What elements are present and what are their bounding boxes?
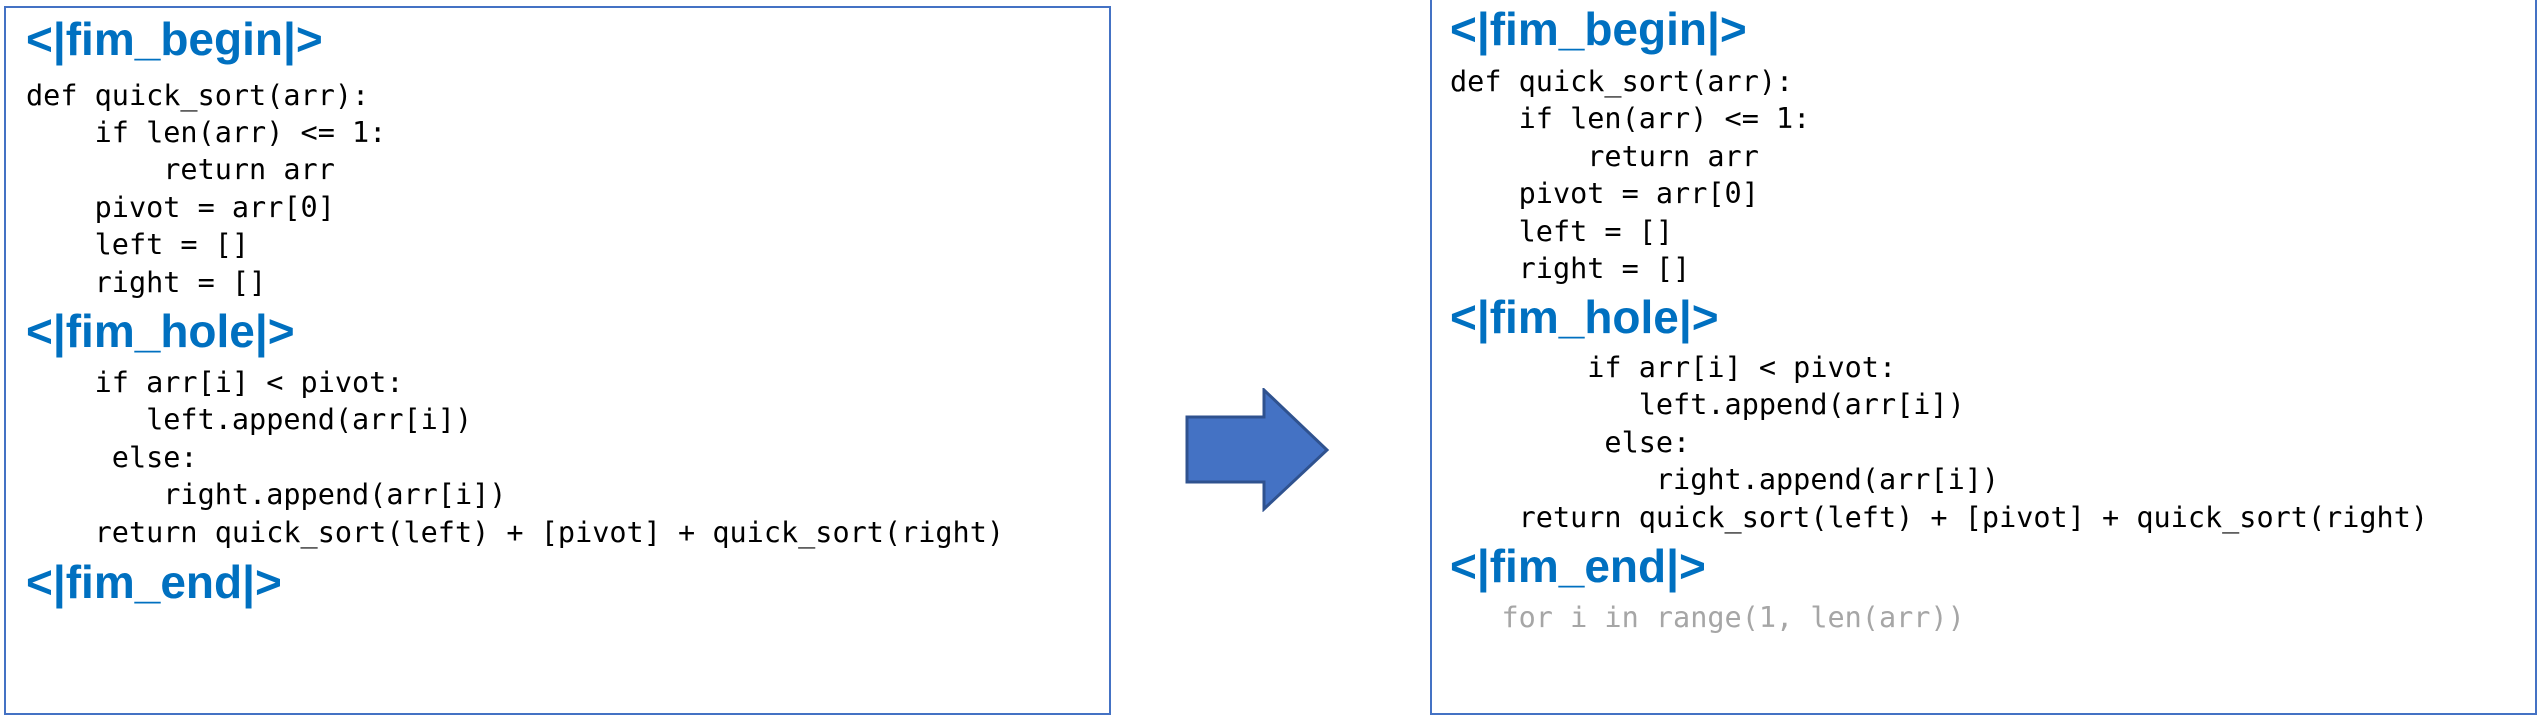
- fim-hole-token: <|fim_hole|>: [1450, 291, 1719, 343]
- prefix-code-line: def quick_sort(arr):: [26, 79, 370, 112]
- prefix-code-line: return arr: [1450, 140, 1759, 173]
- fim-input-panel: <|fim_begin|> def quick_sort(arr): if le…: [4, 6, 1111, 715]
- prefix-code-line: if len(arr) <= 1:: [1450, 102, 1811, 135]
- prefix-code-line: right = []: [1450, 252, 1691, 285]
- suffix-code-line: else:: [1450, 426, 1691, 459]
- fim-end-token: <|fim_end|>: [1450, 540, 1706, 592]
- suffix-code-line: return quick_sort(left) + [pivot] + quic…: [1450, 501, 2429, 534]
- suffix-code-line: left.append(arr[i]): [26, 403, 473, 436]
- suffix-code-line: return quick_sort(left) + [pivot] + quic…: [26, 516, 1005, 549]
- fim-hole-token: <|fim_hole|>: [26, 305, 295, 357]
- suffix-code-line: if arr[i] < pivot:: [26, 366, 404, 399]
- completion-line: for i in range(1, len(arr)): [1450, 601, 1965, 634]
- suffix-code-line: right.append(arr[i]): [26, 478, 507, 511]
- prefix-code-line: left = []: [1450, 215, 1674, 248]
- fim-begin-token: <|fim_begin|>: [26, 13, 323, 65]
- prefix-code-line: if len(arr) <= 1:: [26, 116, 387, 149]
- right-arrow-icon: [1185, 388, 1330, 512]
- fim-output-panel: <|fim_begin|> def quick_sort(arr): if le…: [1430, 0, 2537, 715]
- suffix-code-line: left.append(arr[i]): [1450, 388, 1965, 421]
- prefix-code-line: pivot = arr[0]: [26, 191, 335, 224]
- suffix-code-line: right.append(arr[i]): [1450, 463, 2000, 496]
- fim-end-token: <|fim_end|>: [26, 556, 282, 608]
- prefix-code-line: pivot = arr[0]: [1450, 177, 1759, 210]
- prefix-code-line: return arr: [26, 153, 335, 186]
- prefix-code-line: def quick_sort(arr):: [1450, 65, 1794, 98]
- prefix-code-line: right = []: [26, 266, 267, 299]
- suffix-code-line: else:: [26, 441, 198, 474]
- fim-begin-token: <|fim_begin|>: [1450, 3, 1747, 55]
- prefix-code-line: left = []: [26, 228, 250, 261]
- suffix-code-line: if arr[i] < pivot:: [1450, 351, 1897, 384]
